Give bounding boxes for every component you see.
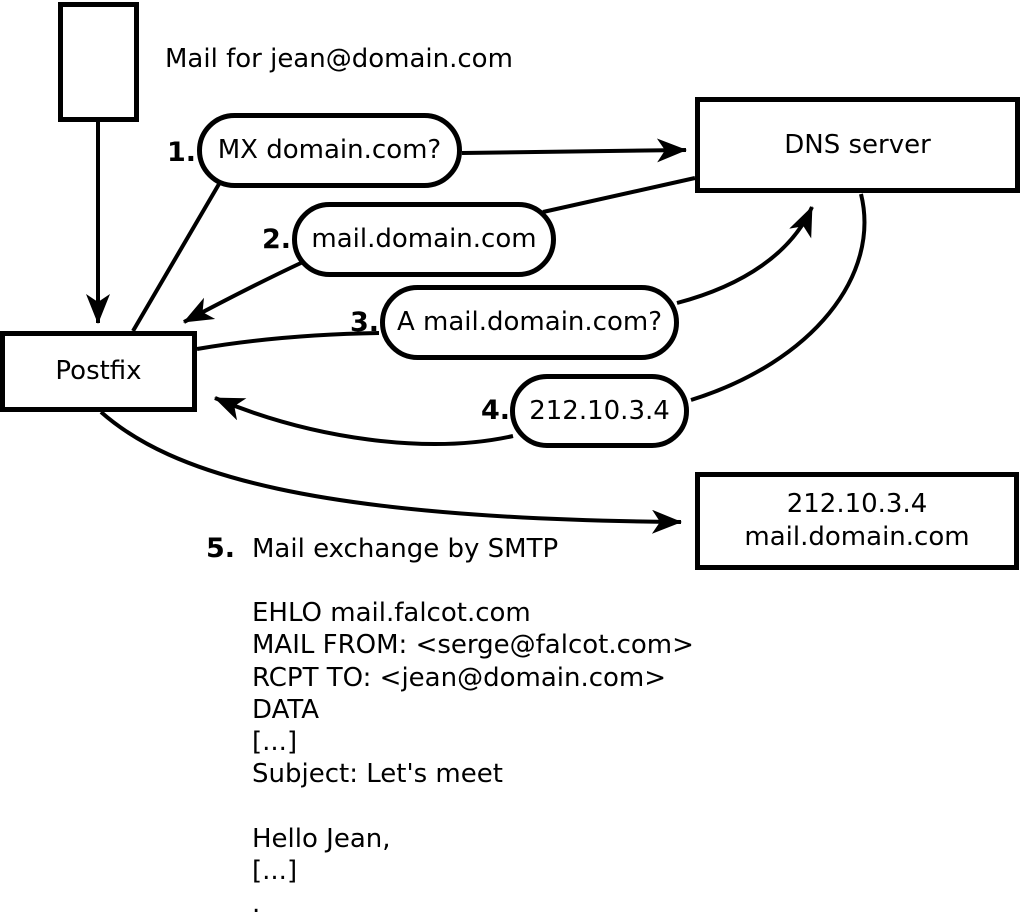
smtp-line: Subject: Let's meet [252, 759, 503, 790]
mail-server-ip: 212.10.3.4 [786, 489, 928, 519]
step-1-number: 1. [167, 137, 197, 168]
step-1-label: MX domain.com? [217, 135, 442, 165]
step-2-label: mail.domain.com [311, 224, 537, 254]
postfix-node: Postfix [0, 331, 197, 412]
postfix-label: Postfix [55, 356, 142, 386]
line-postfix-to-query3 [196, 331, 380, 351]
step-3-pill: A mail.domain.com? [380, 285, 679, 360]
message-icon [58, 2, 139, 122]
dns-server-label: DNS server [784, 129, 931, 160]
smtp-line: [...] [252, 727, 298, 758]
step-2-number: 2. [262, 224, 292, 255]
smtp-line: Hello Jean, [252, 824, 391, 855]
smtp-line: EHLO mail.falcot.com [252, 598, 531, 628]
step-1-pill: MX domain.com? [197, 113, 462, 188]
step-4-label: 212.10.3.4 [529, 395, 670, 426]
arrow-answer4-to-postfix [214, 396, 514, 446]
step-4-pill: 212.10.3.4 [510, 374, 689, 448]
smtp-line: RCPT TO: <jean@domain.com> [252, 662, 667, 693]
line-postfix-to-query1 [131, 182, 221, 333]
smtp-line: MAIL FROM: <serge@falcot.com> [252, 630, 694, 661]
smtp-line: [...] [252, 856, 298, 887]
smtp-line [252, 791, 694, 823]
mail-server-node: 212.10.3.4 mail.domain.com [695, 472, 1019, 570]
step-4-number: 4. [481, 395, 511, 426]
dns-server-node: DNS server [695, 97, 1020, 193]
arrow-query1-to-dns [461, 138, 687, 163]
smtp-line: . [252, 888, 261, 919]
smtp-transcript: EHLO mail.falcot.com MAIL FROM: <serge@f… [252, 597, 694, 920]
arrow-answer2-to-postfix [183, 260, 304, 324]
step-5-label: Mail exchange by SMTP [252, 534, 559, 564]
line-dns-to-answer4 [690, 193, 867, 402]
mail-server-hostname: mail.domain.com [744, 522, 970, 552]
arrow-postfix-to-mailserver [99, 410, 682, 534]
step-3-label: A mail.domain.com? [397, 307, 662, 337]
line-dns-to-answer2 [542, 176, 696, 214]
step-5-number: 5. [206, 533, 236, 564]
step-2-pill: mail.domain.com [292, 202, 556, 277]
mail-note: Mail for jean@domain.com [165, 44, 513, 74]
step-3-number: 3. [350, 307, 380, 338]
smtp-line: DATA [252, 694, 319, 725]
arrow-query3-to-dns [676, 206, 814, 305]
